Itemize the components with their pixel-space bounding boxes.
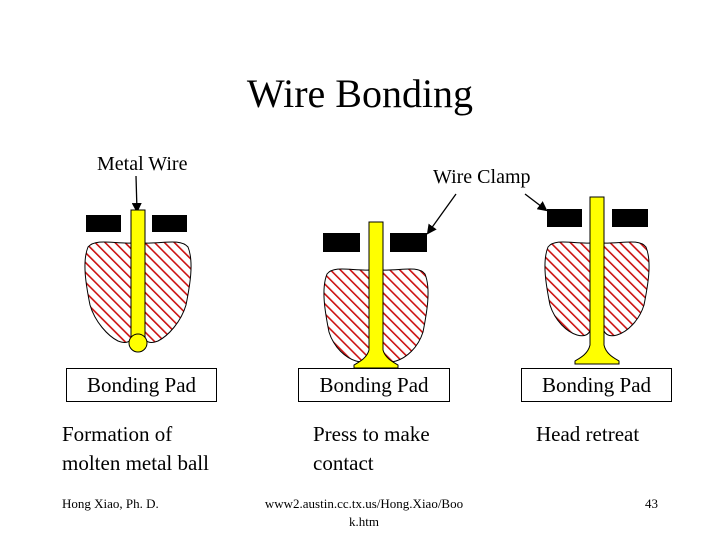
metal-wire-label: Metal Wire <box>97 153 188 175</box>
capillary-left <box>323 268 370 363</box>
slide-title: Wire Bonding <box>246 71 474 116</box>
caption-line: Press to make <box>313 422 430 446</box>
footer-url-line1: www2.austin.cc.tx.us/Hong.Xiao/Boo <box>264 496 464 511</box>
wire-clamp-left <box>547 209 582 227</box>
metal-wire <box>574 196 620 365</box>
capillary-right <box>603 241 650 337</box>
capillary-right <box>382 268 429 363</box>
wire-clamp-arrow-2 <box>524 193 548 212</box>
molten-metal-ball <box>128 333 148 353</box>
page-number: 43 <box>645 496 658 511</box>
caption-line: Formation of <box>62 422 173 446</box>
wire-clamp-right <box>612 209 648 227</box>
metal-wire-arrow <box>131 175 142 213</box>
caption-line: molten metal ball <box>62 451 209 475</box>
step-1-bonding-head <box>84 209 192 353</box>
wire-clamp-label: Wire Clamp <box>433 166 531 188</box>
footer-url: www2.austin.cc.tx.us/Hong.Xiao/Boo k.htm <box>256 495 472 531</box>
bonding-pad-3: Bonding Pad <box>521 368 672 402</box>
step-3-bonding-head <box>544 196 650 365</box>
bonding-pad-2: Bonding Pad <box>298 368 450 402</box>
wire-clamp-left <box>86 215 121 232</box>
caption-line: contact <box>313 451 374 475</box>
capillary-left <box>544 241 591 337</box>
step-2-bonding-head <box>323 221 429 369</box>
footer-url-line2: k.htm <box>349 514 379 529</box>
wire-clamp-left <box>323 233 360 252</box>
wire-clamp-right <box>152 215 187 232</box>
metal-wire <box>130 209 146 342</box>
caption-line: Head retreat <box>536 422 640 446</box>
step-1-caption: Formation of molten metal ball <box>62 420 209 478</box>
step-3-caption: Head retreat <box>536 420 639 449</box>
bonding-pad-1: Bonding Pad <box>66 368 217 402</box>
capillary-right <box>144 241 192 343</box>
wire-clamp-arrow-1 <box>426 193 457 235</box>
capillary-left <box>84 241 132 343</box>
wire-clamp-right <box>390 233 427 252</box>
step-2-caption: Press to make contact <box>313 420 430 478</box>
footer-author: Hong Xiao, Ph. D. <box>62 496 159 511</box>
